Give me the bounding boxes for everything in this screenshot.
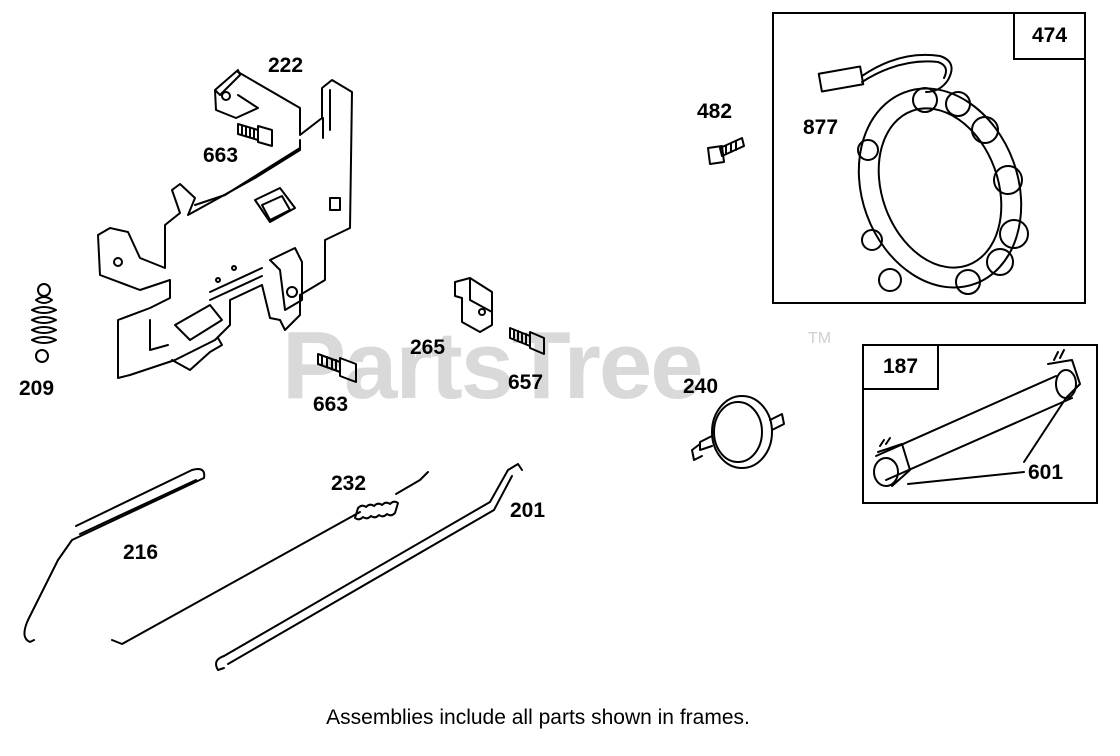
part-label-216: 216 — [123, 541, 159, 564]
clip-265-drawing — [454, 277, 493, 333]
watermark-trademark: TM — [808, 330, 832, 347]
frame-187-tag: 187 — [862, 344, 939, 390]
frame-474 — [772, 12, 1086, 304]
link-rod-201-drawing — [215, 463, 523, 671]
part-label-240: 240 — [683, 375, 719, 398]
screw-663-upper-drawing — [237, 123, 273, 147]
part-label-209: 209 — [19, 377, 55, 400]
part-label-265: 265 — [410, 336, 446, 359]
frame-474-tag: 474 — [1013, 12, 1086, 60]
screw-657-drawing — [509, 327, 545, 355]
part-label-482: 482 — [697, 100, 733, 123]
stator-877-drawing — [817, 53, 1029, 295]
spring-209-drawing — [31, 283, 57, 363]
link-rod-216-drawing — [23, 468, 206, 643]
part-label-201: 201 — [510, 499, 546, 522]
frame-187 — [862, 344, 1098, 504]
fuel-filter-240-drawing — [691, 395, 785, 469]
screw-663-lower-drawing — [317, 353, 357, 383]
screw-482-drawing — [707, 137, 745, 165]
spring-link-232-drawing — [111, 471, 429, 645]
part-label-232: 232 — [331, 472, 367, 495]
part-label-222: 222 — [268, 54, 304, 77]
part-label-601: 601 — [1028, 461, 1064, 484]
caption-text: Assemblies include all parts shown in fr… — [326, 706, 750, 729]
bracket-222-drawing — [97, 69, 353, 379]
part-label-663-upper: 663 — [203, 144, 239, 167]
part-label-657: 657 — [508, 371, 544, 394]
watermark-text: PartsTree — [282, 312, 704, 419]
part-label-663-lower: 663 — [313, 393, 349, 416]
part-label-877: 877 — [803, 116, 839, 139]
fuel-line-601-drawing — [873, 349, 1081, 487]
